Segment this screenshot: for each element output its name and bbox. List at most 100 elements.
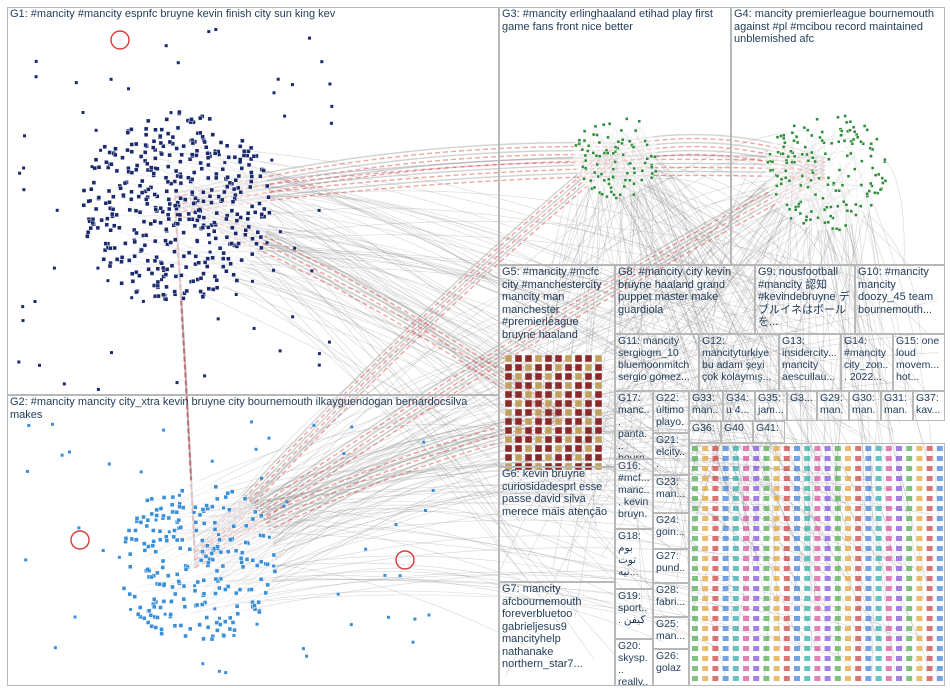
node — [155, 570, 160, 576]
node — [584, 435, 593, 444]
node — [806, 159, 811, 163]
node — [514, 372, 523, 381]
node — [595, 162, 599, 167]
node — [753, 476, 760, 481]
node — [753, 636, 760, 641]
node — [814, 476, 821, 481]
node — [208, 241, 212, 245]
node — [227, 180, 233, 186]
edge — [214, 243, 893, 431]
node — [824, 556, 831, 561]
node — [916, 456, 923, 461]
node — [763, 656, 770, 661]
node — [916, 496, 923, 501]
node — [722, 656, 729, 661]
node — [112, 223, 117, 229]
node — [906, 646, 913, 651]
node — [814, 676, 821, 681]
node — [514, 426, 523, 435]
node — [193, 528, 199, 533]
node — [732, 626, 739, 631]
node — [926, 656, 933, 661]
node — [52, 266, 56, 270]
node — [90, 220, 96, 226]
node — [574, 354, 583, 363]
node — [722, 476, 729, 481]
node — [205, 225, 211, 230]
edge — [621, 182, 809, 430]
node — [186, 175, 191, 180]
node — [178, 525, 184, 530]
node — [794, 466, 800, 471]
node — [773, 666, 780, 671]
node — [875, 586, 882, 591]
node — [853, 130, 857, 134]
node — [214, 285, 220, 290]
node — [885, 516, 892, 521]
node — [132, 239, 138, 245]
node — [845, 576, 851, 581]
node — [227, 626, 233, 632]
node — [926, 676, 933, 681]
edge-bundle — [194, 173, 826, 565]
node — [241, 153, 247, 158]
node — [34, 59, 38, 63]
node — [824, 566, 831, 571]
node — [840, 129, 844, 133]
node — [773, 486, 780, 491]
node — [906, 606, 913, 611]
node — [809, 178, 813, 183]
node — [854, 202, 858, 207]
node — [692, 456, 698, 461]
node — [534, 453, 543, 462]
node — [926, 586, 933, 591]
node — [224, 269, 229, 274]
node — [252, 509, 258, 515]
node — [252, 603, 257, 608]
node — [129, 127, 134, 132]
group-label-g3: G3: #mancity erlinghaaland etihad play f… — [502, 8, 717, 33]
node — [712, 676, 719, 681]
node — [743, 596, 749, 601]
node — [544, 426, 553, 435]
node — [155, 615, 160, 620]
node — [621, 153, 625, 157]
node — [173, 237, 178, 242]
node — [190, 140, 196, 146]
node — [383, 573, 387, 577]
edge — [194, 428, 740, 518]
node — [209, 551, 215, 556]
node — [834, 466, 841, 471]
node — [187, 547, 193, 552]
edge — [190, 192, 697, 547]
node — [794, 476, 800, 481]
node — [702, 656, 709, 661]
node — [763, 446, 770, 451]
node — [607, 122, 612, 126]
node — [201, 521, 207, 526]
node — [123, 241, 128, 246]
node — [196, 260, 202, 265]
node — [101, 549, 105, 552]
node — [814, 586, 821, 591]
node — [855, 626, 862, 631]
node — [885, 566, 892, 571]
node — [634, 128, 638, 133]
node — [926, 486, 933, 491]
node — [226, 549, 231, 554]
node — [824, 506, 831, 511]
node — [95, 225, 101, 231]
node — [317, 352, 321, 356]
node — [594, 372, 603, 381]
edge — [218, 477, 897, 562]
node — [622, 184, 626, 189]
node — [702, 526, 709, 531]
node — [149, 496, 155, 502]
node — [732, 466, 739, 471]
node — [722, 466, 729, 471]
node — [885, 636, 892, 641]
node — [916, 556, 923, 561]
node — [926, 646, 933, 651]
node — [127, 258, 132, 263]
group-label-g30: G30: man... — [852, 392, 876, 420]
